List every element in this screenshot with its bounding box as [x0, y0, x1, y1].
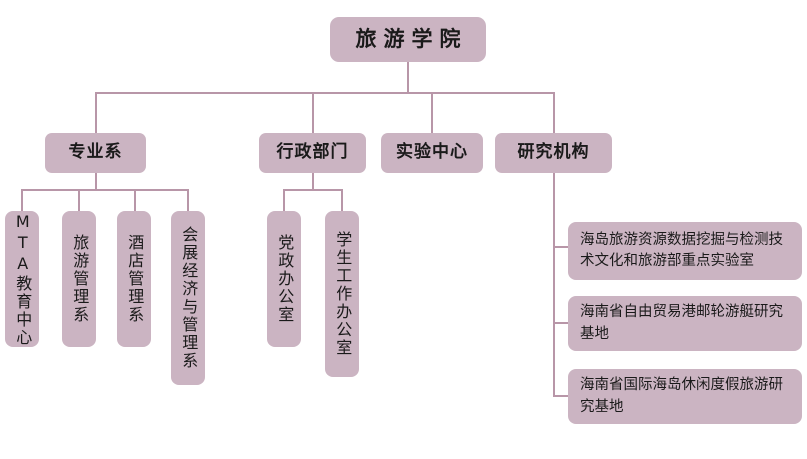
- node-label: 旅游学院: [355, 27, 468, 52]
- connector-stub-leisure-tourism-base: [553, 395, 569, 397]
- node-label: 党政办公室: [275, 234, 295, 324]
- connector-majors-bus: [21, 189, 188, 191]
- node-student-affairs-office[interactable]: 学生工作办公室: [325, 211, 359, 377]
- node-label: MTA教育中心: [13, 211, 33, 347]
- connector-drop-party-office: [283, 189, 285, 211]
- node-label: 实验中心: [396, 142, 468, 163]
- node-island-tourism-key-lab[interactable]: 海岛旅游资源数据挖掘与检测技术文化和旅游部重点实验室: [568, 222, 802, 280]
- node-label: 会展经济与管理系: [179, 226, 199, 370]
- connector-admin-stem: [312, 173, 314, 190]
- node-party-admin-office[interactable]: 党政办公室: [267, 211, 301, 347]
- connector-root-stem: [407, 62, 409, 93]
- node-cruise-yacht-research-base[interactable]: 海南省自由贸易港邮轮游艇研究基地: [568, 296, 802, 351]
- node-label: 行政部门: [276, 142, 349, 163]
- node-lab-center[interactable]: 实验中心: [381, 133, 483, 173]
- connector-drop-hotel-mgmt: [134, 189, 136, 211]
- connector-majors-stem: [95, 173, 97, 190]
- connector-drop-research: [553, 92, 555, 133]
- connector-drop-majors: [95, 92, 97, 133]
- node-exhibition-economy-management-dept[interactable]: 会展经济与管理系: [171, 211, 205, 385]
- connector-drop-student-affairs-office: [341, 189, 343, 211]
- node-hotel-management-dept[interactable]: 酒店管理系: [117, 211, 151, 347]
- connector-level2-bus: [95, 92, 554, 94]
- node-majors[interactable]: 专业系: [45, 133, 146, 173]
- node-island-leisure-tourism-research-base[interactable]: 海南省国际海岛休闲度假旅游研究基地: [568, 369, 802, 424]
- node-label: 研究机构: [517, 142, 590, 163]
- connector-admin-bus: [283, 189, 342, 191]
- node-tourism-management-dept[interactable]: 旅游管理系: [62, 211, 96, 347]
- node-label: 海南省自由贸易港邮轮游艇研究基地: [580, 304, 783, 342]
- node-label: 专业系: [68, 142, 123, 163]
- node-label: 海南省国际海岛休闲度假旅游研究基地: [580, 377, 783, 415]
- connector-research-spine: [553, 173, 555, 396]
- connector-stub-island-tourism-lab: [553, 246, 569, 248]
- node-research[interactable]: 研究机构: [495, 133, 612, 173]
- node-label: 学生工作办公室: [333, 231, 353, 357]
- node-label: 海岛旅游资源数据挖掘与检测技术文化和旅游部重点实验室: [580, 231, 783, 269]
- node-mta-education-center[interactable]: MTA教育中心: [5, 211, 39, 347]
- connector-drop-admin: [312, 92, 314, 133]
- connector-drop-exhibition-econ: [187, 189, 189, 211]
- connector-drop-mta: [21, 189, 23, 211]
- connector-drop-tourism-mgmt: [78, 189, 80, 211]
- node-label: 酒店管理系: [125, 234, 145, 324]
- connector-drop-lab-center: [431, 92, 433, 133]
- node-root-college[interactable]: 旅游学院: [330, 17, 486, 62]
- node-label: 旅游管理系: [70, 234, 90, 324]
- node-admin[interactable]: 行政部门: [259, 133, 366, 173]
- connector-stub-cruise-yacht-base: [553, 322, 569, 324]
